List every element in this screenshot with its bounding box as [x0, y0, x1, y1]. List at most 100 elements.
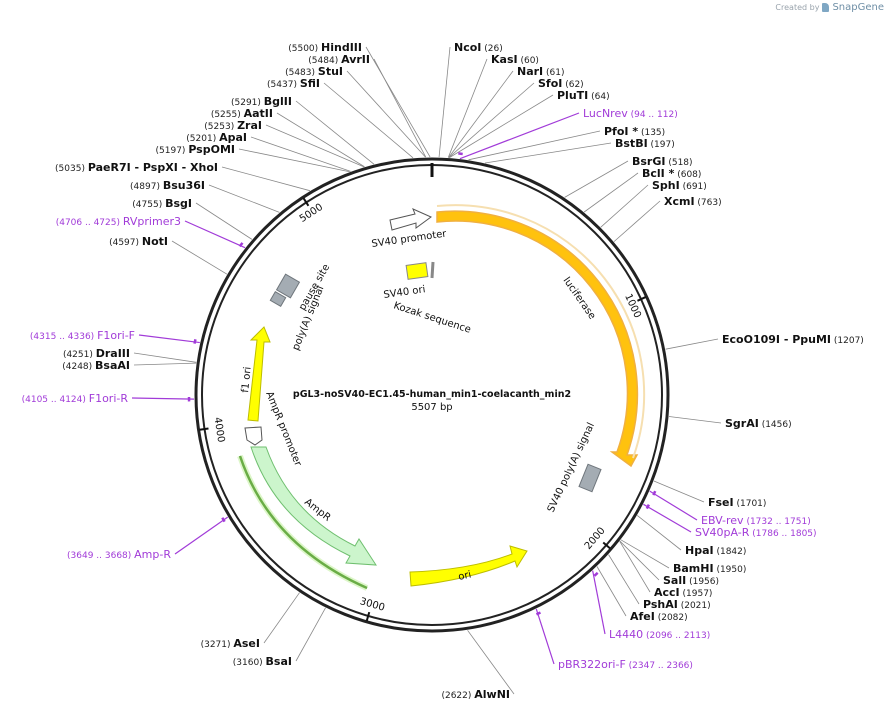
- site-label-7[interactable]: (5201) ApaI: [186, 131, 247, 144]
- leader-lines: [131, 46, 722, 695]
- site-leader-2: [346, 70, 426, 158]
- feature-f1ori-arrow[interactable]: [247, 326, 271, 422]
- site-leader-28: [613, 200, 661, 242]
- primer-mark-5[interactable]: [652, 490, 657, 496]
- site-label-23[interactable]: PfoI * (135): [604, 125, 665, 138]
- site-label-28[interactable]: XcmI (763): [664, 195, 722, 208]
- tick-label-4000: 4000: [212, 417, 227, 444]
- snapgene-logo-icon: [822, 3, 830, 12]
- primer-label-8[interactable]: pBR322ori-F (2347 .. 2366): [558, 658, 693, 671]
- site-label-16[interactable]: (3160) BsaI: [233, 655, 292, 668]
- backbone-outer: [194, 157, 670, 633]
- site-label-21[interactable]: SfoI (62): [538, 77, 584, 90]
- site-label-10[interactable]: (4897) Bsu36I: [130, 179, 205, 192]
- site-label-22[interactable]: PluTI (64): [557, 89, 610, 102]
- primer-label-6[interactable]: SV40pA-R (1786 .. 1805): [695, 526, 817, 539]
- site-leader-34: [619, 540, 660, 581]
- site-label-32[interactable]: HpaI (1842): [685, 544, 746, 557]
- primer-label-4[interactable]: (3649 .. 3668) Amp-R: [67, 548, 171, 561]
- site-leader-10: [208, 184, 280, 213]
- luciferase-halo: [436, 204, 646, 459]
- site-label-25[interactable]: BsrGI (518): [632, 155, 693, 168]
- site-label-1[interactable]: (5484) AvrII: [308, 53, 370, 66]
- created-by-text: Created by: [775, 3, 820, 12]
- site-leader-17: [467, 630, 515, 695]
- site-leader-5: [276, 112, 365, 168]
- site-label-18[interactable]: NcoI (26): [454, 41, 503, 54]
- primer-label-5[interactable]: EBV-rev (1732 .. 1751): [701, 514, 811, 527]
- tick-label-3000: 3000: [358, 596, 386, 614]
- site-label-29[interactable]: EcoO109I - PpuMI (1207): [722, 333, 864, 346]
- tick-mark-4000: [199, 427, 209, 431]
- primer-leader-1: [184, 220, 246, 249]
- site-label-9[interactable]: (5035) PaeR7I - PspXI - XhoI: [55, 161, 218, 174]
- site-leader-19: [447, 58, 488, 158]
- site-label-6[interactable]: (5253) ZraI: [204, 119, 262, 132]
- snapgene-name: SnapGene: [832, 2, 884, 13]
- feature-ampr-arrow[interactable]: [250, 446, 377, 566]
- site-leader-21: [448, 82, 535, 158]
- site-label-11[interactable]: (4755) BsgI: [132, 197, 192, 210]
- feature-ampr-promoter-arrow[interactable]: [244, 426, 263, 446]
- site-label-20[interactable]: NarI (61): [517, 65, 565, 78]
- primer-label-7[interactable]: L4440 (2096 .. 2113): [609, 628, 710, 641]
- site-label-26[interactable]: BclI * (608): [642, 167, 701, 180]
- site-label-13[interactable]: (4251) DraIII: [63, 347, 130, 360]
- site-label-17[interactable]: (2622) AlwNI: [441, 688, 510, 701]
- ampr-halo: [237, 455, 369, 591]
- primer-mark-6[interactable]: [645, 504, 650, 510]
- site-label-4[interactable]: (5291) BglII: [231, 95, 292, 108]
- site-leader-27: [600, 184, 649, 228]
- primer-leader-2: [138, 334, 200, 344]
- site-leader-8: [238, 148, 350, 173]
- site-label-34[interactable]: SalI (1956): [663, 574, 719, 587]
- primer-mark-7[interactable]: [593, 571, 599, 577]
- primer-mark-4[interactable]: [221, 517, 226, 523]
- site-label-30[interactable]: SgrAI (1456): [725, 417, 792, 430]
- primer-leader-7: [592, 570, 606, 635]
- site-label-0[interactable]: (5500) HindIII: [288, 41, 362, 54]
- feature-sv40-ori-box[interactable]: [405, 262, 429, 280]
- feature-polya-signal-box[interactable]: [269, 290, 287, 308]
- site-label-8[interactable]: (5197) PspOMI: [156, 143, 235, 156]
- primer-mark-0[interactable]: [458, 152, 463, 156]
- primer-label-1[interactable]: (4706 .. 4725) RVprimer3: [56, 215, 181, 228]
- primer-mark-2[interactable]: [193, 339, 197, 344]
- feature-sv40-polya-box[interactable]: [578, 463, 602, 493]
- site-leader-6: [265, 124, 365, 168]
- site-leader-32: [637, 515, 682, 551]
- site-label-36[interactable]: PshAI (2021): [643, 598, 711, 611]
- site-label-3[interactable]: (5437) SfiI: [267, 77, 320, 90]
- site-leader-20: [448, 70, 514, 158]
- site-label-14[interactable]: (4248) BsaAI: [62, 359, 130, 372]
- site-leader-13: [133, 352, 197, 363]
- feature-label-sv40-ori: SV40 ori: [383, 284, 426, 301]
- primer-label-2[interactable]: (4315 .. 4336) F1ori-F: [30, 329, 135, 342]
- primer-leader-4: [174, 516, 229, 555]
- site-label-15[interactable]: (3271) AseI: [201, 637, 260, 650]
- feature-luciferase-arrow[interactable]: [436, 210, 639, 468]
- site-label-31[interactable]: FseI (1701): [708, 496, 766, 509]
- site-label-12[interactable]: (4597) NotI: [109, 235, 168, 248]
- site-label-2[interactable]: (5483) StuI: [285, 65, 343, 78]
- feature-ori-arrow[interactable]: [409, 545, 528, 587]
- feature-label-f1ori: f1 ori: [240, 366, 254, 393]
- primer-mark-8[interactable]: [535, 611, 542, 616]
- site-label-5[interactable]: (5255) AatII: [211, 107, 273, 120]
- primer-label-0[interactable]: LucNrev (94 .. 112): [583, 107, 678, 120]
- site-label-35[interactable]: AccI (1957): [654, 586, 712, 599]
- site-leader-37: [596, 566, 627, 617]
- tick-mark-1000: [637, 296, 647, 302]
- site-label-24[interactable]: BstBI (197): [615, 137, 675, 150]
- site-label-19[interactable]: KasI (60): [491, 53, 539, 66]
- primer-mark-1[interactable]: [238, 242, 244, 248]
- site-label-33[interactable]: BamHI (1950): [673, 562, 746, 575]
- snapgene-brand: Created by SnapGene: [775, 2, 884, 13]
- feature-pause-site-box[interactable]: [275, 273, 301, 299]
- site-leader-22: [449, 94, 554, 158]
- site-label-27[interactable]: SphI (691): [652, 179, 707, 192]
- feature-sv40-promoter-arrow[interactable]: [389, 208, 432, 231]
- site-leader-15: [263, 592, 300, 644]
- site-label-37[interactable]: AfeI (2082): [630, 610, 688, 623]
- primer-label-3[interactable]: (4105 .. 4124) F1ori-R: [22, 392, 129, 405]
